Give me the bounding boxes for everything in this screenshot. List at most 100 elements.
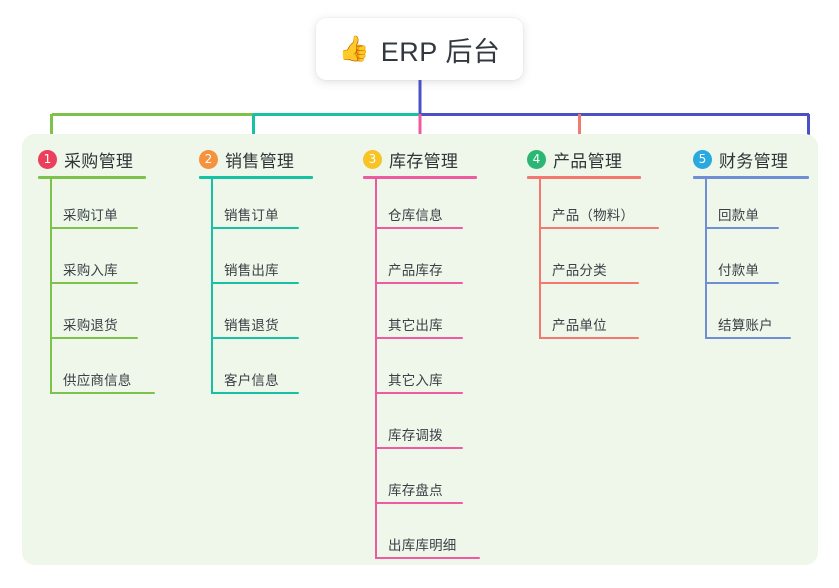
list-item-rule	[211, 337, 299, 339]
list-item-rule	[375, 557, 480, 559]
list-item-label: 销售订单	[224, 208, 279, 223]
list-item-label: 产品分类	[552, 263, 607, 278]
column-header-2[interactable]: 2 销售管理	[199, 146, 313, 172]
list-item[interactable]: 结算账户	[693, 289, 809, 344]
list-item[interactable]: 回款单	[693, 179, 809, 234]
column-items-1: 采购订单采购入库采购退货供应商信息	[38, 179, 155, 399]
column-title-1: 采购管理	[64, 151, 134, 171]
list-item[interactable]: 产品分类	[527, 234, 641, 289]
list-item-label: 销售出库	[224, 263, 279, 278]
column-badge-4: 4	[527, 149, 546, 169]
list-item-rule	[375, 392, 463, 394]
list-item-rule	[705, 282, 779, 284]
column-2: 2 销售管理销售订单销售出库销售退货客户信息	[199, 146, 313, 399]
column-header-rule-2	[199, 176, 313, 179]
list-item-rule	[375, 447, 463, 449]
list-item[interactable]: 其它出库	[363, 289, 477, 344]
column-1: 1 采购管理采购订单采购入库采购退货供应商信息	[38, 146, 155, 399]
list-item-label: 仓库信息	[388, 208, 443, 223]
list-item[interactable]: 产品库存	[363, 234, 477, 289]
list-item-rule	[705, 227, 779, 229]
column-branch-5: 回款单付款单结算账户	[693, 179, 809, 344]
list-item-label: 客户信息	[224, 373, 279, 388]
root-node-card[interactable]: 👍 ERP 后台	[316, 18, 523, 80]
list-item[interactable]: 客户信息	[199, 344, 313, 399]
list-item-rule	[375, 227, 463, 229]
column-trunk-2	[211, 179, 213, 394]
list-item-label: 产品单位	[552, 318, 607, 333]
list-item-rule	[375, 282, 463, 284]
list-item[interactable]: 供应商信息	[38, 344, 155, 399]
column-badge-1: 1	[38, 149, 57, 169]
column-items-5: 回款单付款单结算账户	[693, 179, 809, 344]
list-item-rule	[50, 392, 155, 394]
column-branch-3: 仓库信息产品库存其它出库其它入库库存调拨库存盘点出库库明细	[363, 179, 480, 564]
list-item-label: 库存调拨	[388, 428, 443, 443]
list-item-label: 其它入库	[388, 373, 443, 388]
list-item-label: 库存盘点	[388, 483, 443, 498]
column-title-3: 库存管理	[389, 151, 459, 171]
list-item-label: 产品库存	[388, 263, 443, 278]
list-item-label: 产品（物料）	[552, 208, 635, 223]
list-item[interactable]: 销售出库	[199, 234, 313, 289]
list-item-label: 出库库明细	[388, 538, 457, 553]
column-items-4: 产品（物料） 产品分类产品单位	[527, 179, 659, 344]
list-item-label: 采购订单	[63, 208, 118, 223]
list-item-rule	[211, 392, 299, 394]
column-4: 4 产品管理产品（物料） 产品分类产品单位	[527, 146, 659, 344]
column-header-rule-5	[693, 176, 809, 179]
page-title: ERP 后台	[380, 36, 501, 67]
list-item[interactable]: 销售订单	[199, 179, 313, 234]
column-badge-2: 2	[199, 149, 218, 169]
list-item[interactable]: 付款单	[693, 234, 809, 289]
list-item-label: 采购退货	[63, 318, 118, 333]
list-item[interactable]: 库存调拨	[363, 399, 477, 454]
list-item-rule	[50, 282, 138, 284]
list-item[interactable]: 其它入库	[363, 344, 477, 399]
list-item[interactable]: 销售退货	[199, 289, 313, 344]
list-item-label: 付款单	[718, 263, 760, 278]
list-item[interactable]: 产品单位	[527, 289, 641, 344]
list-item-label: 结算账户	[718, 318, 773, 333]
list-item-rule	[50, 337, 138, 339]
list-item[interactable]: 采购入库	[38, 234, 146, 289]
list-item[interactable]: 产品（物料）	[527, 179, 659, 234]
list-item-rule	[539, 282, 639, 284]
list-item[interactable]: 采购退货	[38, 289, 146, 344]
thumbs-up-icon: 👍	[338, 34, 370, 63]
column-title-4: 产品管理	[553, 151, 623, 171]
list-item-label: 销售退货	[224, 318, 279, 333]
column-trunk-5	[705, 179, 707, 339]
list-item-rule	[375, 337, 463, 339]
column-trunk-4	[539, 179, 541, 339]
column-badge-3: 3	[363, 149, 382, 169]
column-header-1[interactable]: 1 采购管理	[38, 146, 146, 172]
list-item[interactable]: 出库库明细	[363, 509, 480, 564]
list-item-rule	[705, 337, 791, 339]
list-item[interactable]: 库存盘点	[363, 454, 477, 509]
root-node-content: 👍 ERP 后台	[339, 30, 501, 69]
list-item-rule	[539, 227, 659, 229]
column-header-rule-3	[363, 176, 477, 179]
list-item-rule	[50, 227, 138, 229]
column-trunk-1	[50, 179, 52, 394]
column-header-rule-1	[38, 176, 146, 179]
list-item-rule	[375, 502, 463, 504]
list-item[interactable]: 仓库信息	[363, 179, 477, 234]
column-branch-1: 采购订单采购入库采购退货供应商信息	[38, 179, 155, 399]
column-header-4[interactable]: 4 产品管理	[527, 146, 641, 172]
list-item[interactable]: 采购订单	[38, 179, 146, 234]
list-item-label: 供应商信息	[63, 373, 132, 388]
list-item-rule	[211, 282, 299, 284]
content-panel	[22, 134, 818, 565]
list-item-label: 回款单	[718, 208, 760, 223]
column-trunk-3	[375, 179, 377, 559]
column-title-2: 销售管理	[225, 151, 295, 171]
column-header-3[interactable]: 3 库存管理	[363, 146, 477, 172]
column-branch-2: 销售订单销售出库销售退货客户信息	[199, 179, 313, 399]
column-3: 3 库存管理仓库信息产品库存其它出库其它入库库存调拨库存盘点出库库明细	[363, 146, 480, 564]
list-item-label: 采购入库	[63, 263, 118, 278]
column-badge-5: 5	[693, 149, 712, 169]
